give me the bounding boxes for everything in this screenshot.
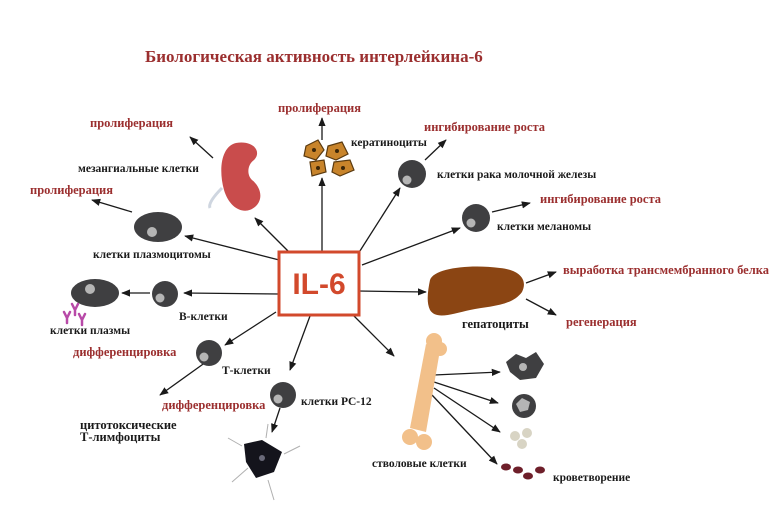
b-differentiation-label: дифференцировка (73, 345, 177, 359)
arrow-to-b-cells (183, 289, 280, 297)
arrow-stem-3 (433, 387, 501, 433)
b-cell-icon (152, 281, 178, 307)
regeneration-label: регенерация (566, 315, 637, 329)
platelets-icon (510, 428, 532, 449)
arrow-to-pc12 (289, 315, 311, 371)
cytotoxic-label-line1: цитотоксические (80, 418, 177, 432)
plasma-cell-icon (71, 279, 119, 307)
melanoma-label: клетки меланомы (497, 221, 591, 233)
kidney-icon (208, 142, 261, 211)
cytotoxic-label-line2: Т-лимфоциты (80, 430, 161, 444)
breast-cancer-cell-icon (398, 160, 426, 188)
breast-inhibition-label: ингибирование роста (424, 120, 546, 134)
erythrocytes-icon (501, 463, 545, 480)
plasma-cells-label: клетки плазмы (50, 325, 130, 337)
arrow-breast-to-inhib (424, 139, 447, 161)
arrow-to-plasmacytoma (184, 234, 288, 263)
arrow-mesang-to-prolif (189, 136, 214, 159)
arrow-to-hepatocytes (357, 288, 427, 296)
blood-cell-icon-1 (506, 352, 544, 380)
t-cells-label: Т-клетки (222, 365, 271, 377)
plasmacytoma-label: клетки плазмоцитомы (93, 249, 211, 261)
antibody-icon (62, 302, 87, 327)
stem-cells-label: стволовые клетки (372, 458, 467, 470)
neuron-icon (227, 423, 301, 501)
keratinocytes-label: кератиноциты (351, 137, 427, 149)
melanoma-cell-icon (462, 204, 490, 232)
t-differentiation-label: дифференцировка (162, 398, 266, 412)
t-cell-icon (196, 340, 222, 366)
mesangial-label: мезангиальные клетки (78, 163, 199, 175)
arrow-stem-2 (433, 381, 499, 404)
pc12-cell-icon (270, 382, 296, 408)
arrows (91, 117, 557, 465)
hepatocytes-label: гепатоциты (462, 317, 529, 331)
breast-cancer-label: клетки рака молочной железы (437, 169, 596, 181)
il6-box (277, 250, 361, 317)
hematopoiesis-label: кроветворение (553, 472, 630, 484)
arrow-hep-to-regen (525, 298, 557, 316)
plasmacytoma-proliferation-label: пролиферация (30, 183, 113, 197)
keratinocytes-icon (303, 139, 355, 177)
arrow-to-melanoma (361, 227, 461, 266)
blood-cell-icon-2 (512, 394, 536, 418)
arrow-to-t-cells (224, 311, 277, 346)
arrow-plasmacytoma-to-prolif (91, 198, 133, 213)
pc12-label: клетки PC-12 (301, 396, 372, 408)
arrow-melan-to-inhib (491, 201, 531, 213)
arrow-to-stem-cells (351, 313, 395, 357)
diagram-title: Биологическая активность интерлейкина-6 (145, 47, 483, 66)
liver-icon (427, 266, 524, 316)
mesangial-proliferation-label: пролиферация (90, 116, 173, 130)
arrow-stem-1 (433, 368, 501, 377)
il6-label: IL-6 (292, 268, 345, 301)
plasmacytoma-cell-icon (134, 212, 182, 242)
arrow-t-to-pc12-diff (159, 361, 207, 396)
transmembrane-protein-label: выработка трансмембранного белка (563, 263, 770, 277)
b-cells-label: В-клетки (179, 311, 228, 323)
il6-center: IL-6 (277, 250, 361, 317)
arrow-to-breast-cancer (357, 187, 401, 255)
melanoma-inhibition-label: ингибирование роста (540, 192, 662, 206)
bone-icon (402, 333, 447, 450)
keratinocytes-proliferation-label: пролиферация (278, 101, 361, 115)
arrow-hep-to-protein (525, 271, 557, 284)
arrow-stem-4 (431, 394, 498, 465)
arrow-pc12-to-neuron (271, 407, 281, 433)
arrow-to-mesangial (254, 217, 290, 253)
